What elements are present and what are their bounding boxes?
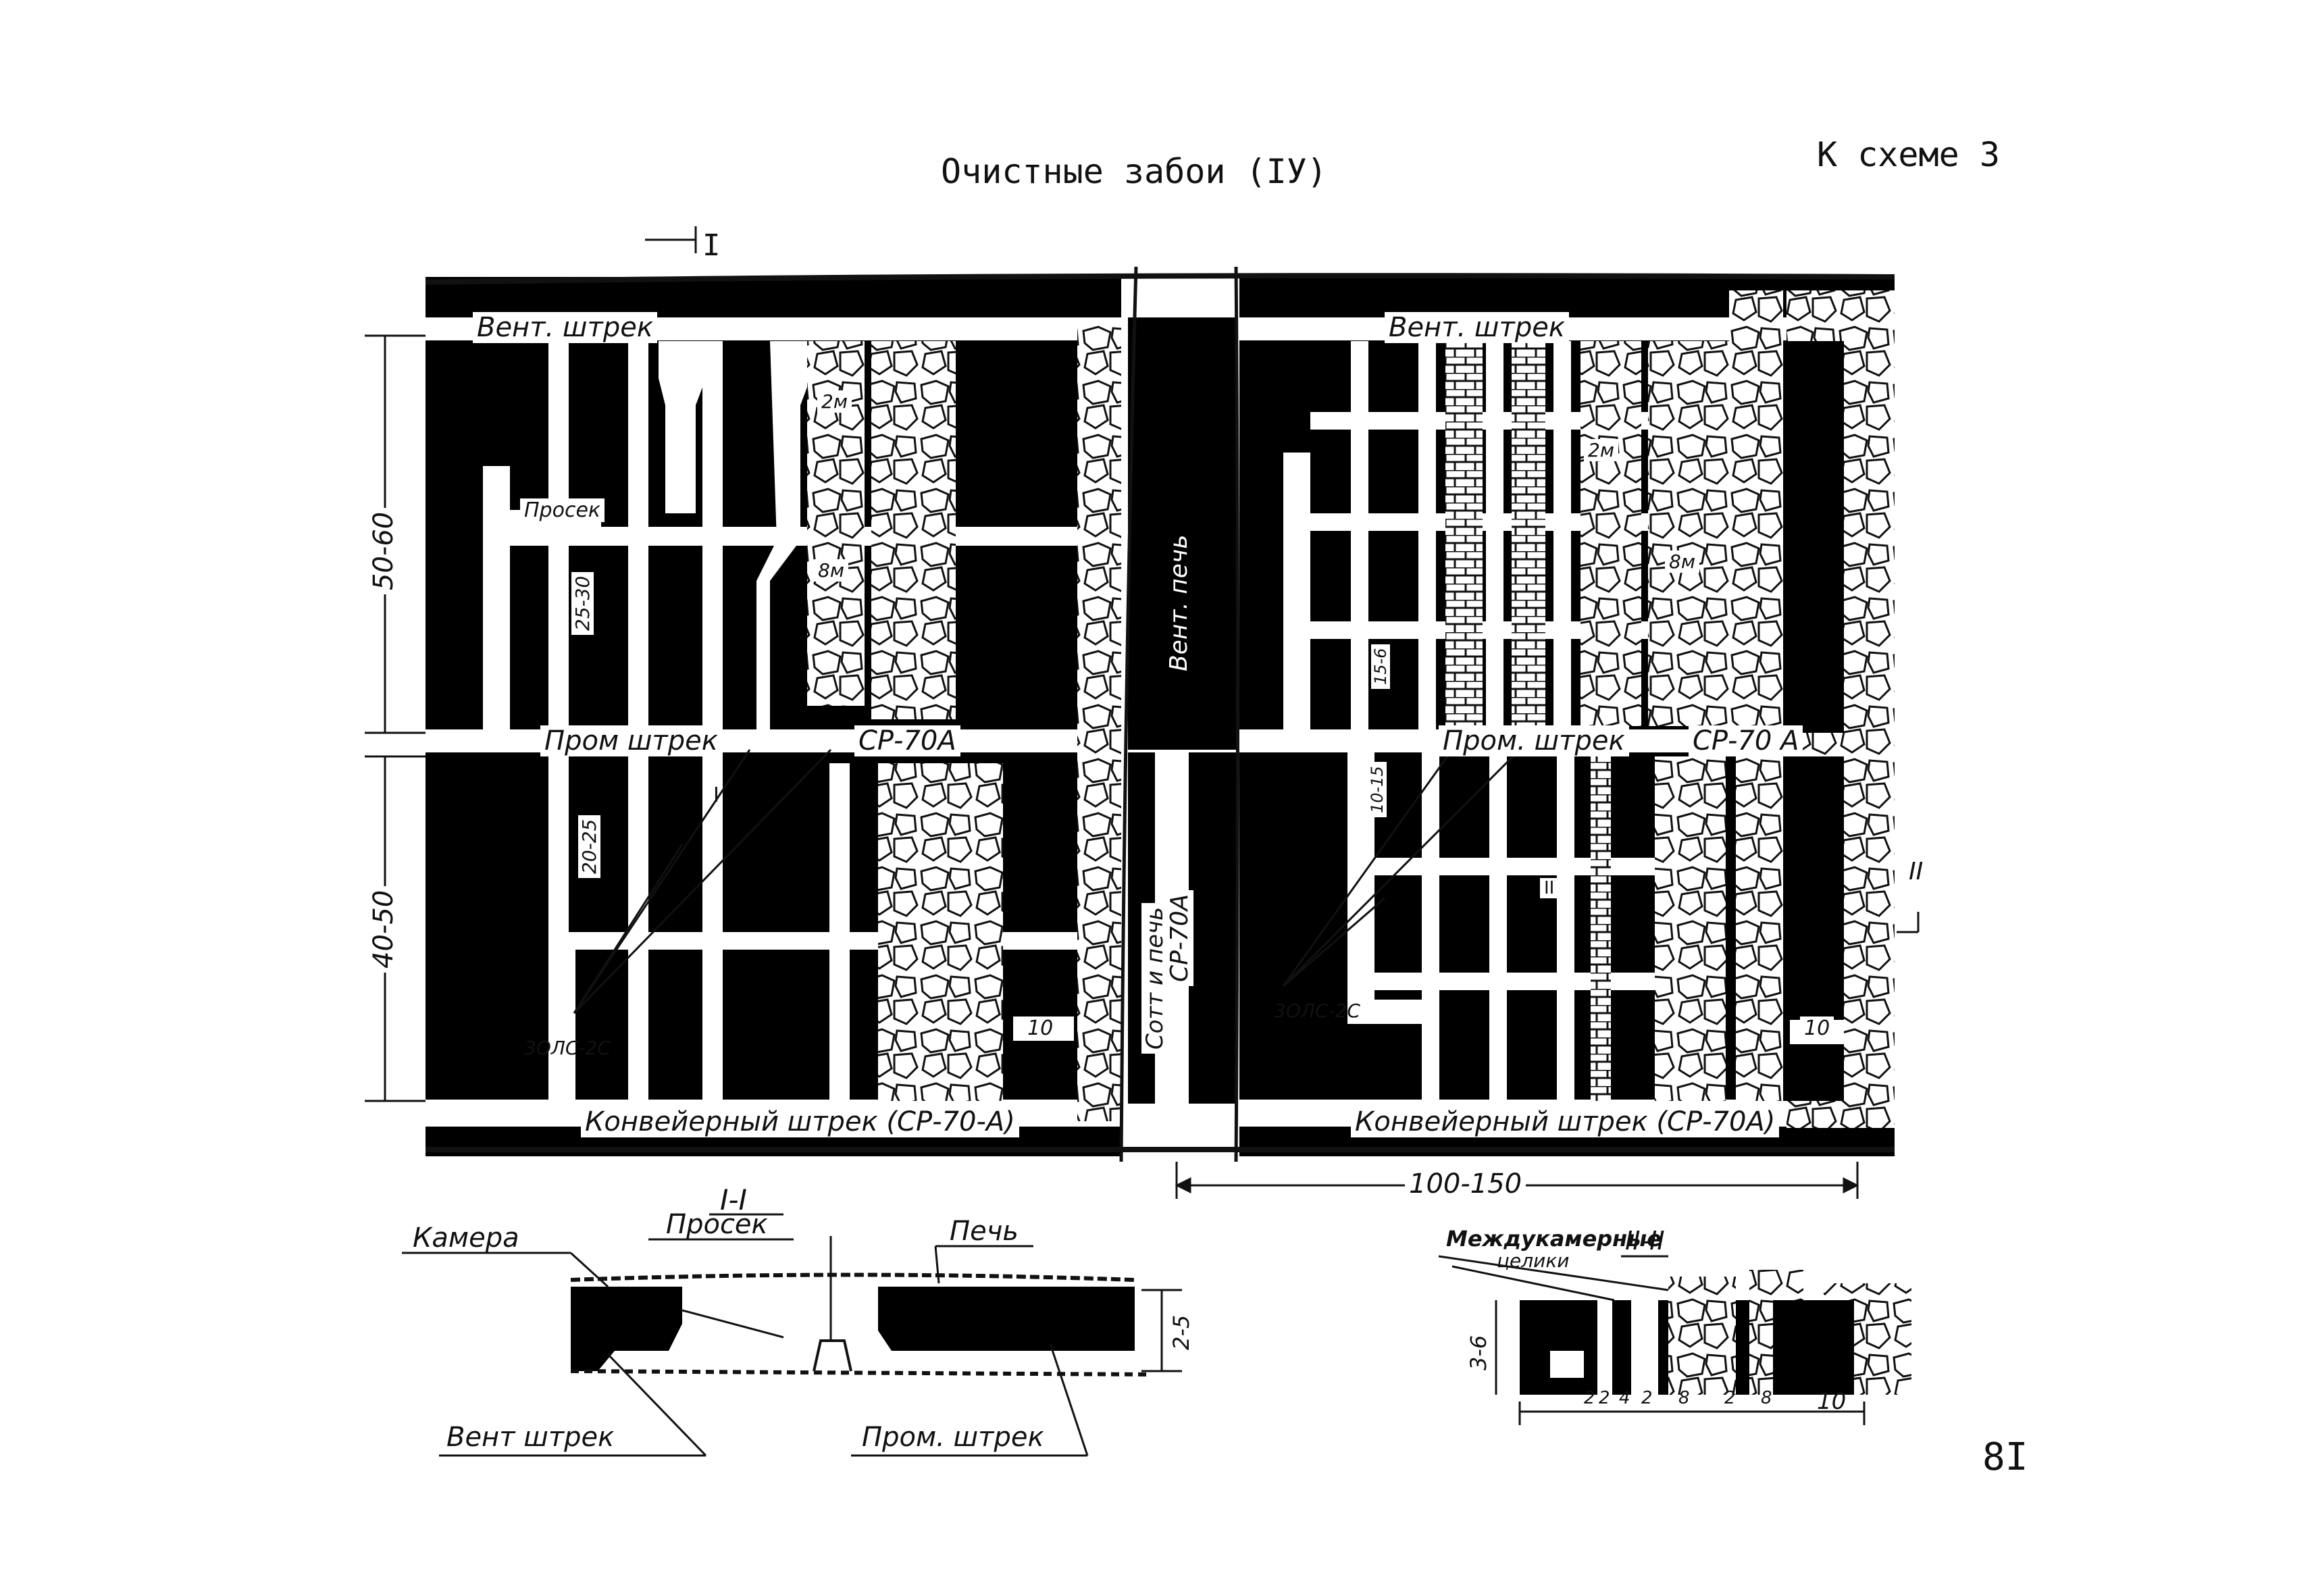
left-panel bbox=[426, 277, 1121, 1156]
section-2-pillars-line2: целики bbox=[1497, 1250, 1570, 1272]
label-dim-10-left: 10 bbox=[1023, 1016, 1058, 1040]
label-main-drift-right: Пром. штрек bbox=[1439, 725, 1629, 756]
label-section-mark-right: II bbox=[1909, 858, 1924, 885]
section-2-2 bbox=[1438, 1255, 1911, 1425]
label-vent-drift-left: Вент. штрек bbox=[473, 312, 657, 343]
label-vent-chute: Вент. печь bbox=[1165, 534, 1193, 671]
scheme-reference: К схеме 3 bbox=[1817, 135, 2000, 174]
section-2-width-2: 2 bbox=[1599, 1388, 1610, 1408]
section-marker-top: I bbox=[702, 228, 721, 263]
label-main-drift-left: Пром штрек bbox=[540, 725, 722, 756]
section-2-width-4: 2 bbox=[1641, 1388, 1653, 1408]
section-1-chamber: Камера bbox=[413, 1222, 519, 1254]
label-width-8m-right: 8м bbox=[1665, 550, 1699, 573]
label-pillar-mark-right: II bbox=[1540, 878, 1559, 898]
label-conveyor-drift-left: Конвейерный штрек (СР-70-А) bbox=[581, 1106, 1019, 1137]
section-2-height: 3-6 bbox=[1466, 1335, 1491, 1370]
section-2-title: II-II bbox=[1625, 1226, 1665, 1256]
section-2-width-8: 10 bbox=[1817, 1388, 1847, 1415]
label-crosscut: Просек bbox=[520, 498, 605, 522]
label-dim-10-right: 10 bbox=[1800, 1016, 1834, 1040]
label-conveyor-middle: СР-70А bbox=[1166, 890, 1193, 986]
label-width-right: 100-150 bbox=[1405, 1168, 1526, 1200]
section-2-width-row: 2 2 4 2 8 2 8 10 bbox=[1584, 1388, 1868, 1415]
section-1-height: 2-5 bbox=[1168, 1314, 1194, 1350]
label-conveyor-drift-right: Конвейерный штрек (СР-70А) bbox=[1351, 1106, 1780, 1137]
section-1-crosscut: Просек bbox=[666, 1209, 768, 1240]
section-1-chute: Печь bbox=[950, 1216, 1019, 1247]
middle-strip bbox=[1119, 266, 1239, 1162]
label-width-2m-right: 2м bbox=[1584, 439, 1618, 461]
label-coal-chute: Сотт и печь bbox=[1141, 902, 1168, 1054]
section-2-width-5: 8 bbox=[1678, 1388, 1690, 1408]
label-lower-height: 40-50 bbox=[368, 885, 399, 973]
section-2-width-3: 4 bbox=[1619, 1388, 1630, 1408]
section-1-title: I-I bbox=[720, 1183, 747, 1216]
section-1-main-drift: Пром. штрек bbox=[862, 1422, 1044, 1453]
label-width-2m-left: 2м bbox=[817, 390, 852, 413]
label-section-mark-left: I bbox=[713, 783, 719, 807]
right-panel bbox=[1239, 277, 1895, 1156]
label-upper-height: 50-60 bbox=[368, 507, 399, 594]
section-1-vent-drift: Вент штрек bbox=[446, 1422, 615, 1453]
section-2-pillars-line1: Междукамерные bbox=[1446, 1226, 1662, 1252]
label-machine-right: 3ОЛС-2С bbox=[1274, 1000, 1360, 1022]
section-1-1 bbox=[402, 1213, 1182, 1457]
label-dim-10-15: 10-15 bbox=[1368, 762, 1387, 817]
page-title: Очистные забои (IУ) bbox=[941, 152, 1327, 191]
label-dim-25-30: 25-30 bbox=[571, 571, 594, 635]
section-2-width-1: 2 bbox=[1584, 1388, 1595, 1408]
label-machine-left: 3ОЛС-2С bbox=[524, 1037, 611, 1059]
label-dim-15-6: 15-6 bbox=[1371, 644, 1390, 689]
label-conveyor-type-right: СР-70 А bbox=[1689, 725, 1803, 756]
page-number: 8I bbox=[1982, 1435, 2028, 1479]
label-dim-20-25: 20-25 bbox=[578, 815, 600, 878]
section-2-width-6: 2 bbox=[1724, 1388, 1736, 1408]
section-2-width-7: 8 bbox=[1761, 1388, 1772, 1408]
label-width-8m-left: 8м bbox=[814, 559, 848, 582]
label-conveyor-type-left: СР-70А bbox=[854, 725, 960, 756]
label-vent-drift-right: Вент. штрек bbox=[1385, 312, 1569, 343]
